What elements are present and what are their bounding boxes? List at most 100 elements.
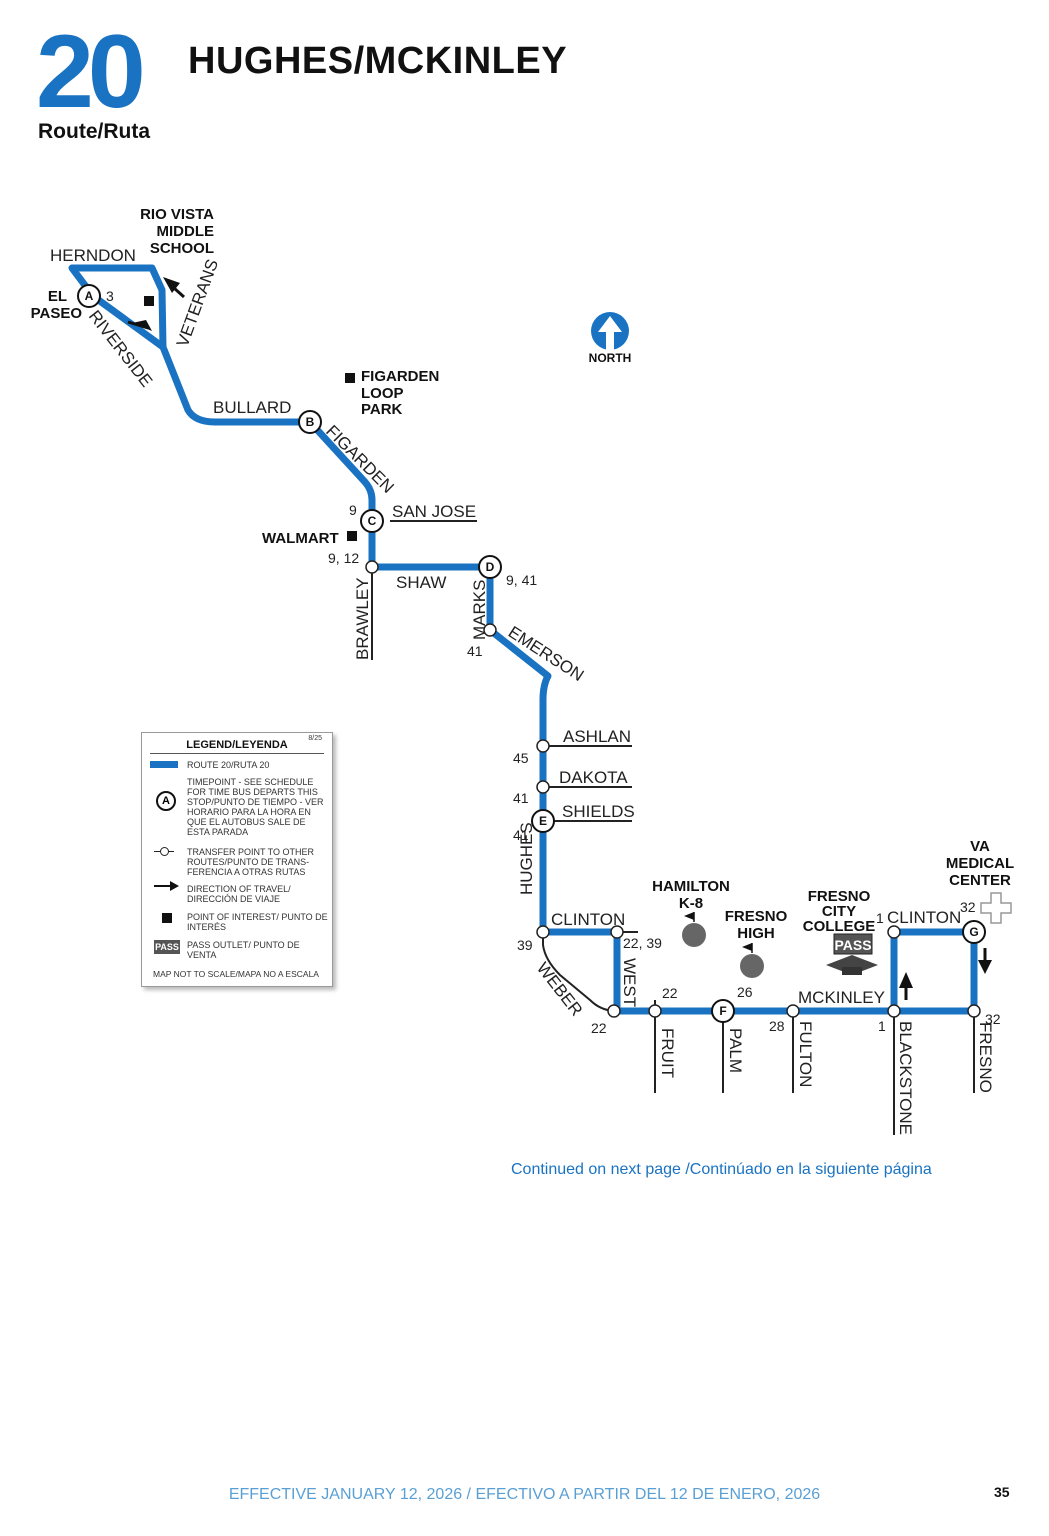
route-20-main-path [159, 343, 978, 1015]
street-label-fresno: FRESNO [976, 1022, 995, 1093]
street-label-palm: PALM [726, 1028, 745, 1073]
direction-arrow-icon [127, 320, 149, 330]
route-20-line [68, 264, 978, 1015]
route-title: HUGHES/MCKINLEY [188, 40, 568, 82]
timepoint-a: A [77, 284, 101, 308]
direction-arrow-icon [978, 960, 992, 974]
legend-poi-icon [162, 913, 172, 923]
transfer-point [786, 1004, 800, 1018]
timepoint-a-label: A [85, 289, 94, 303]
timepoint-g-label: G [969, 925, 978, 939]
transfer-label-fruit: 22 [662, 985, 678, 1001]
legend-pass-icon: PASS [154, 940, 180, 954]
poi-markers [144, 296, 357, 541]
poi-va-line3: CENTER [949, 872, 1011, 889]
fresno-high-school-icon [740, 943, 764, 978]
hamilton-school-icon [682, 912, 706, 947]
legend-divider [150, 753, 324, 754]
transfer-label-fulton: 28 [769, 1018, 785, 1034]
timepoint-b-label: B [306, 415, 315, 429]
transfer-label-c: 9 [349, 502, 357, 518]
page-number: 35 [994, 1484, 1010, 1500]
route-20-loop-path [68, 264, 167, 351]
legend-title: LEGEND/LEYENDA [186, 739, 288, 751]
transfer-label-blackstone-mckinley: 1 [878, 1018, 886, 1034]
timepoint-b: B [298, 410, 322, 434]
weber-street-line [542, 932, 615, 1012]
legend-direction-arrow-icon [170, 881, 179, 891]
poi-rio-vista-line1: RIO VISTA [140, 206, 214, 223]
legend-timepoint-text: TIMEPOINT - SEE SCHEDULE FOR TIME BUS DE… [187, 777, 324, 837]
graduation-cap-icon [826, 955, 878, 975]
legend-direction-text: DIRECTION OF TRAVEL/ DIRECCIÓN DE VIAJE [187, 884, 291, 904]
legend-transfer-text: TRANSFER POINT TO OTHER ROUTES/PUNTO DE … [187, 847, 315, 877]
legend-transfer-icon [160, 847, 169, 856]
legend-timepoint-icon: A [156, 791, 176, 811]
cross-streets [371, 520, 975, 1135]
legend-route-text: ROUTE 20/RUTA 20 [187, 760, 270, 770]
continued-note: Continued on next page /Continúado en la… [511, 1161, 932, 1178]
transfer-label-fresno-mckinley: 32 [985, 1011, 1001, 1027]
direction-arrow-icon [899, 972, 913, 988]
transfer-label-g: 32 [960, 899, 976, 915]
street-label-figarden: FIGARDEN [322, 421, 398, 497]
transfer-label-ashlan: 45 [513, 750, 529, 766]
transfer-point [610, 925, 624, 939]
street-label-mckinley: MCKINLEY [798, 988, 885, 1007]
timepoint-g: G [962, 920, 986, 944]
poi-fresno-high-line2: HIGH [737, 925, 775, 942]
poi-fresno-high-line1: FRESNO [725, 908, 788, 925]
street-label-shields: SHIELDS [562, 802, 635, 821]
street-label-hughes: HUGHES [517, 822, 536, 895]
pass-outlet-label: PASS [834, 937, 871, 953]
poi-fcc-line1: FRESNO [808, 888, 871, 905]
transfer-label-palm: 26 [737, 984, 753, 1000]
poi-va-line1: VA [970, 838, 990, 855]
poi-labels: RIO VISTA MIDDLE SCHOOL EL PASEO FIGARDE… [31, 206, 1015, 942]
street-label-clinton-east: CLINTON [887, 908, 961, 927]
legend-poi-text: POINT OF INTEREST/ PUNTO DE INTERÉS [187, 912, 328, 932]
transfer-label-weber-west: 22 [591, 1020, 607, 1036]
transfer-point [967, 1004, 981, 1018]
poi-el-paseo-line1: EL [48, 288, 67, 305]
street-label-bullard: BULLARD [213, 398, 291, 417]
street-label-blackstone: BLACKSTONE [896, 1021, 915, 1135]
street-label-veterans: VETERANS [173, 257, 222, 350]
street-label-west: WEST [620, 958, 639, 1007]
poi-fcc-line3: COLLEGE [803, 918, 876, 935]
street-label-dakota: DAKOTA [559, 768, 628, 787]
legend-route-swatch [150, 761, 178, 768]
poi-rio-vista-line2: MIDDLE [157, 223, 215, 240]
poi-rio-vista-line3: SCHOOL [150, 240, 214, 257]
transfer-point [365, 560, 379, 574]
direction-arrow-icon [163, 277, 180, 293]
hospital-cross-icon [980, 892, 1012, 924]
transfer-point [536, 780, 550, 794]
figarden-loop-poi-icon [345, 373, 355, 383]
street-label-herndon: HERNDON [50, 246, 136, 265]
transfer-points [365, 560, 981, 1018]
rio-vista-poi-icon [144, 296, 154, 306]
transfer-point [483, 623, 497, 637]
timepoint-c: C [360, 509, 384, 533]
timepoint-c-label: C [368, 514, 377, 528]
poi-hamilton-line1: HAMILTON [652, 878, 730, 895]
timepoint-f: F [711, 999, 735, 1023]
poi-figarden-loop-line1: FIGARDEN [361, 368, 439, 385]
timepoints: A B C D E F G [77, 284, 986, 1023]
transfer-label-clinton-hughes: 39 [517, 937, 533, 953]
transfer-label-shaw-brawley: 9, 12 [328, 550, 359, 566]
direction-arrow-icon [172, 286, 186, 299]
poi-walmart: WALMART [262, 530, 339, 547]
timepoint-e: E [531, 809, 555, 833]
transfer-label-shields: 41 [513, 827, 529, 843]
legend-pass-text: PASS OUTLET/ PUNTO DE VENTA [187, 940, 300, 960]
street-label-san-jose: SAN JOSE [392, 502, 476, 521]
transfer-label-blackstone-clinton: 1 [876, 910, 884, 926]
effective-date: EFFECTIVE JANUARY 12, 2026 / EFECTIVO A … [228, 1486, 821, 1503]
legend-direction-line [154, 885, 174, 887]
walmart-poi-icon [347, 531, 357, 541]
poi-figarden-loop-line2: LOOP [361, 385, 404, 402]
school-icons [682, 912, 764, 978]
